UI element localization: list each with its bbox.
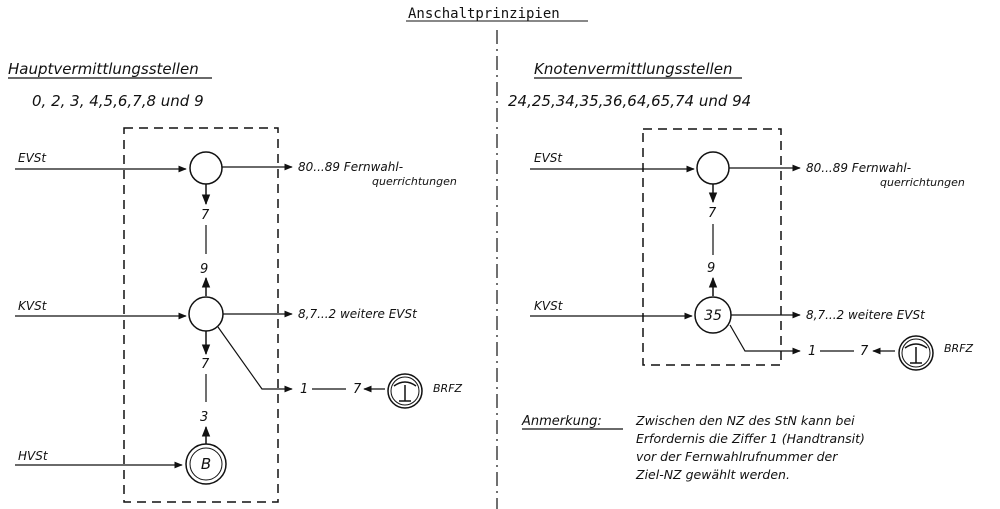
right-brfz-line xyxy=(729,324,801,355)
right-node-35-label: 35 xyxy=(704,308,722,324)
right-evst-label: EVSt xyxy=(534,151,563,165)
left-fernwahl-sublabel: querrichtungen xyxy=(372,175,457,188)
left-digit-7a: 7 xyxy=(201,208,210,223)
right-kvst-label: KVSt xyxy=(534,299,564,313)
left-hvst-label: HVSt xyxy=(18,449,49,463)
left-evst-label: EVSt xyxy=(18,151,47,165)
left-digit-3: 3 xyxy=(200,410,208,425)
left-bottom-node xyxy=(185,443,227,485)
left-top-node xyxy=(189,151,223,185)
left-brfz-digit-1: 1 xyxy=(300,382,308,397)
note-line-1: Zwischen den NZ des StN kann bei xyxy=(635,413,855,428)
right-brfz-label: BRFZ xyxy=(944,342,974,355)
left-node-b-label: B xyxy=(201,455,211,473)
left-heading: Hauptvermittlungsstellen xyxy=(8,60,199,78)
right-number-list: 24,25,34,35,36,64,65,74 und 94 xyxy=(508,92,751,110)
note-line-3: vor der Fernwahlrufnummer der xyxy=(636,449,838,464)
right-weitere-label: 8,7...2 weitere EVSt xyxy=(806,308,926,322)
right-brfz-digit-1: 1 xyxy=(808,344,816,359)
note-label: Anmerkung: xyxy=(521,414,602,429)
left-weitere-label: 8,7...2 weitere EVSt xyxy=(298,307,418,321)
left-brfz-label: BRFZ xyxy=(433,382,463,395)
right-digit-7: 7 xyxy=(708,206,717,221)
right-digit-9: 9 xyxy=(707,261,715,276)
left-brfz-telephone-icon xyxy=(387,373,423,409)
right-fernwahl-label: 80...89 Fernwahl- xyxy=(806,161,911,175)
left-number-list: 0, 2, 3, 4,5,6,7,8 und 9 xyxy=(32,92,204,110)
left-brfz-line xyxy=(217,326,293,393)
left-digit-9: 9 xyxy=(200,262,208,277)
right-top-node xyxy=(696,151,730,185)
right-fernwahl-sublabel: querrichtungen xyxy=(880,176,965,189)
note-line-2: Erfordernis die Ziffer 1 (Handtransit) xyxy=(636,431,865,446)
right-brfz-digit-7: 7 xyxy=(860,344,869,359)
left-brfz-digit-7: 7 xyxy=(353,382,362,397)
note-line-4: Ziel-NZ gewählt werden. xyxy=(635,467,790,482)
left-fernwahl-label: 80...89 Fernwahl- xyxy=(298,160,403,174)
right-brfz-telephone-icon xyxy=(898,335,934,371)
left-kvst-label: KVSt xyxy=(18,299,48,313)
page-title: Anschaltprinzipien xyxy=(408,6,560,22)
right-exchange-box xyxy=(642,128,782,366)
left-middle-node xyxy=(188,296,224,332)
left-digit-7b: 7 xyxy=(201,357,210,372)
right-heading: Knotenvermittlungsstellen xyxy=(534,60,732,78)
left-exchange-box xyxy=(123,127,279,503)
